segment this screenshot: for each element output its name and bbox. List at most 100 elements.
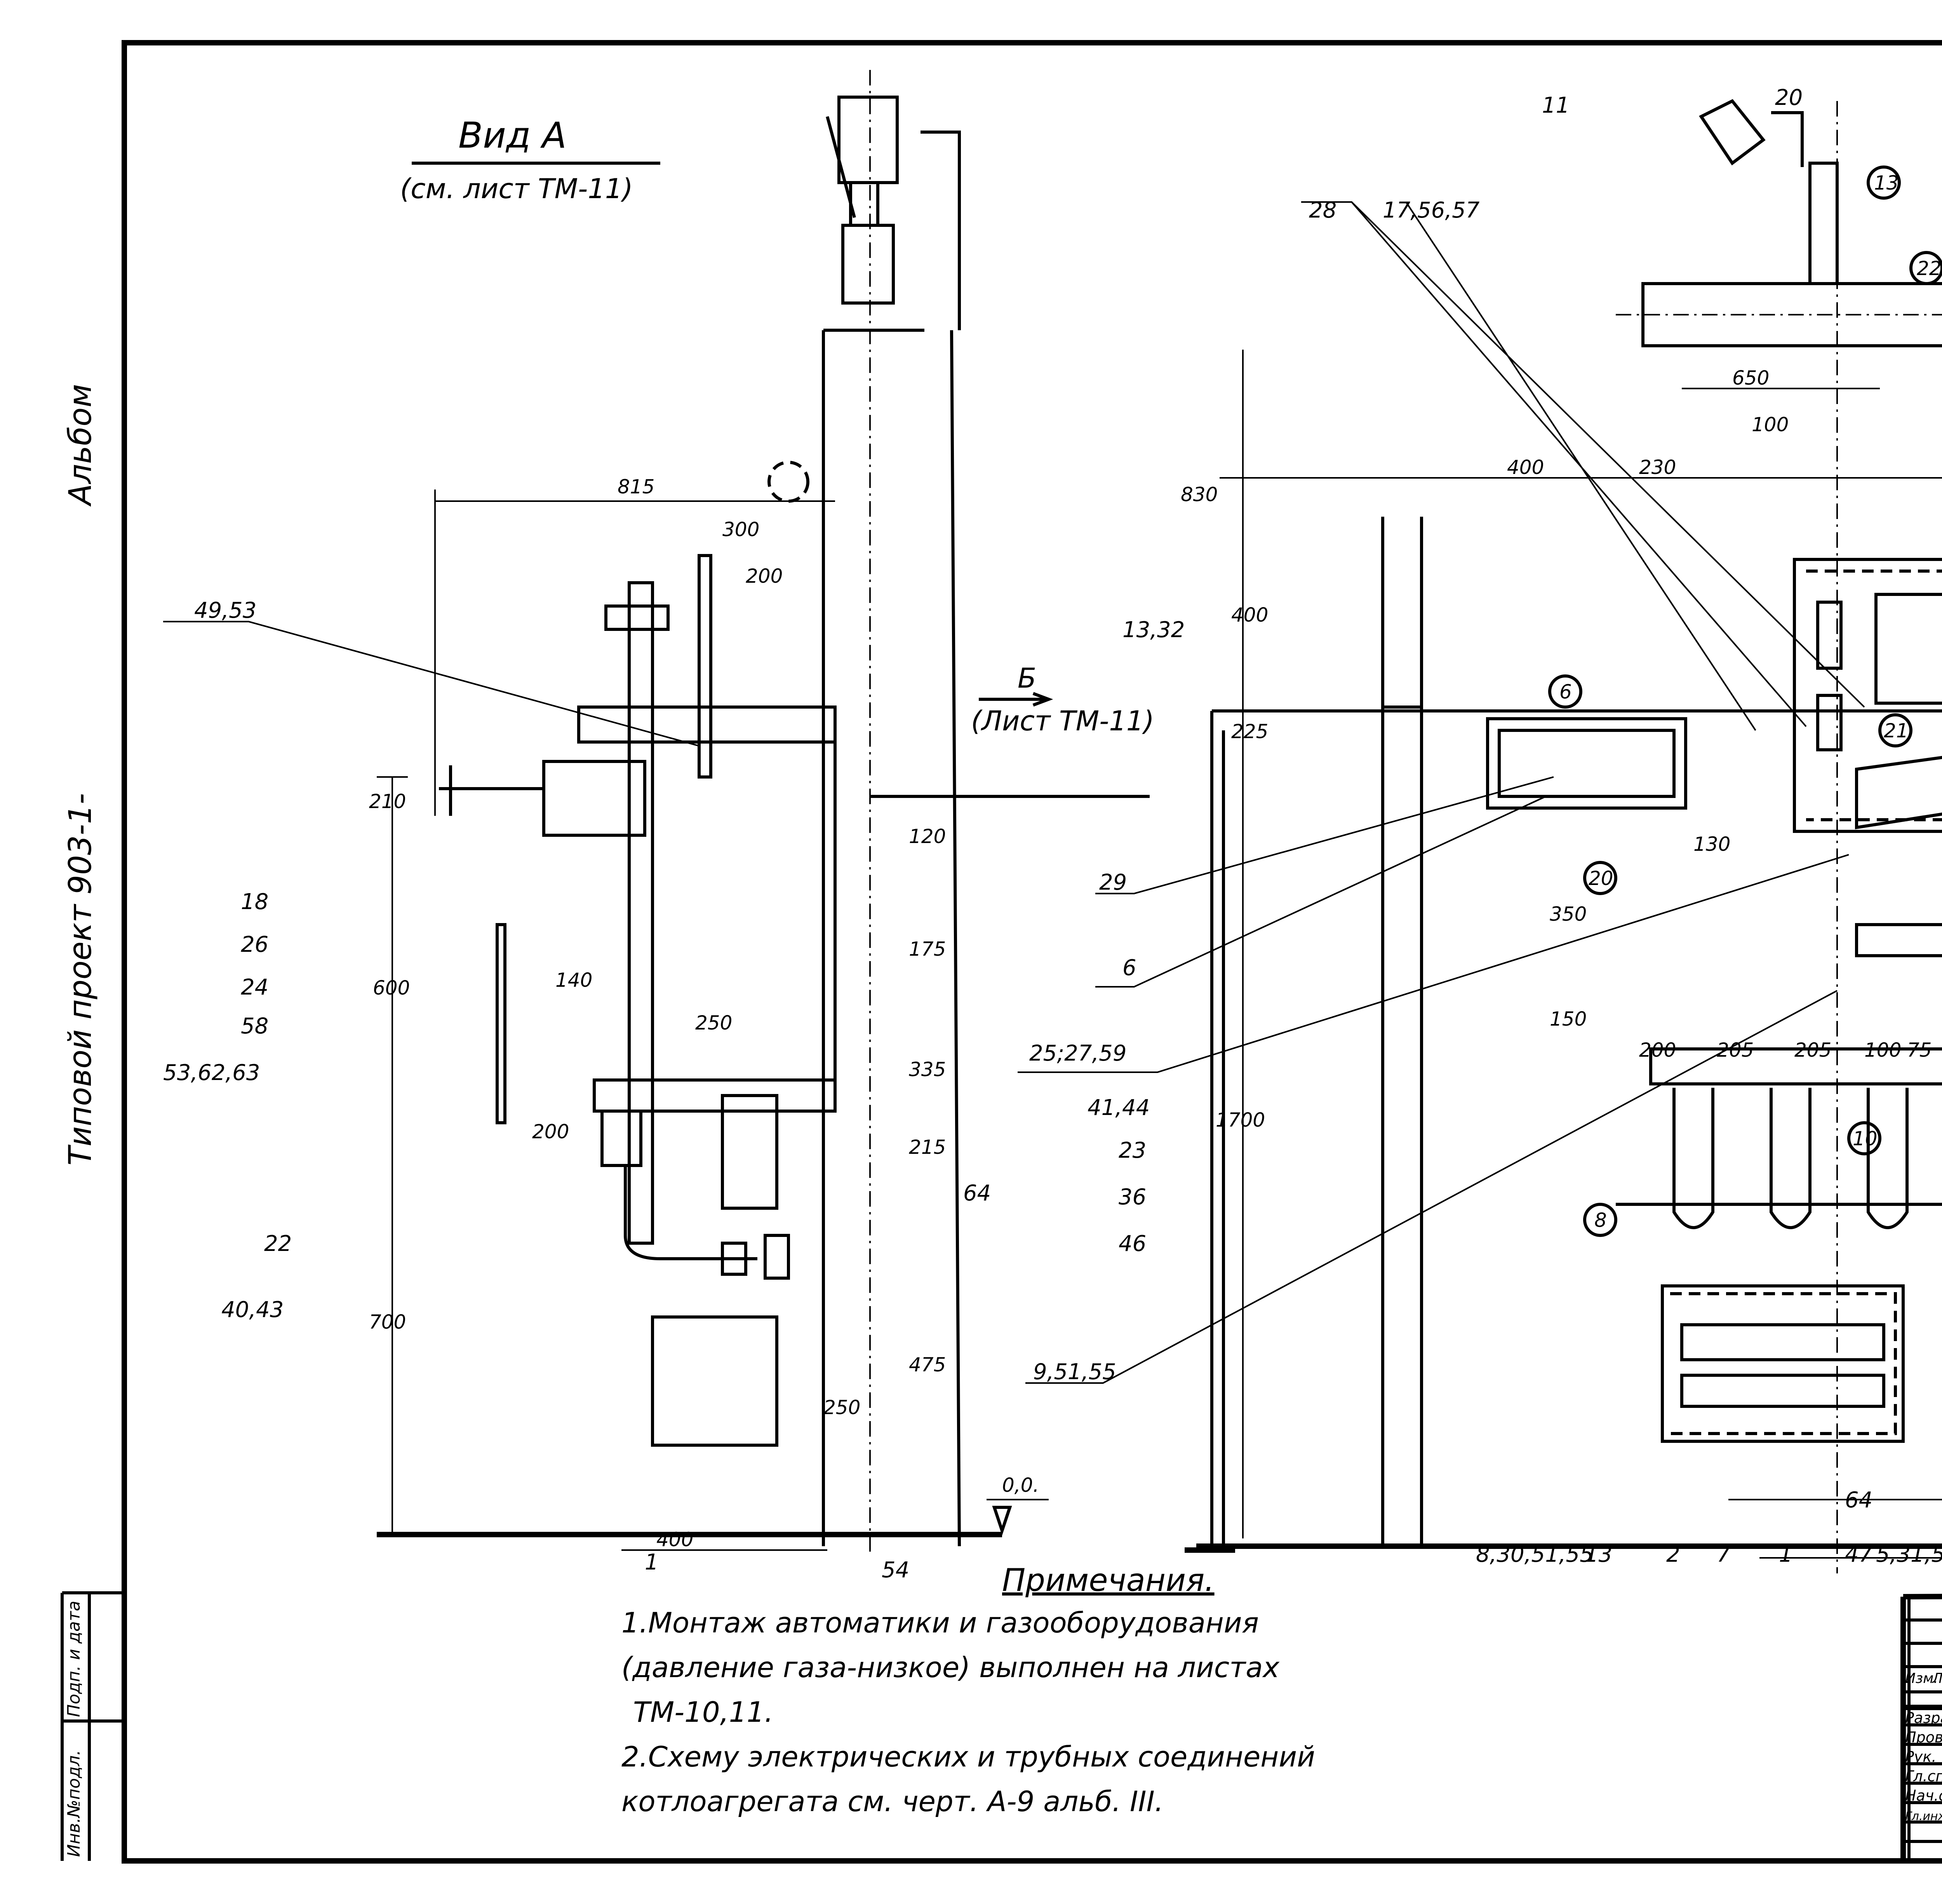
svg-text:6: 6 — [1559, 681, 1572, 703]
callout-label: 25;27,59 — [1029, 1041, 1126, 1066]
staff-row: Гл.спец.Сагайдовский — [1905, 1768, 1942, 1785]
dimension-value: 230 — [1639, 456, 1676, 479]
arrow-b-ref: (Лист ТМ-11) — [971, 705, 1154, 737]
callout-label: 18 — [241, 889, 268, 915]
marker-circle: 10 — [1847, 1121, 1881, 1155]
staff-row: Нач.отд.Карпенко — [1905, 1787, 1942, 1804]
svg-text:10: 10 — [1853, 1127, 1878, 1150]
dimension-value: 815 — [618, 476, 654, 498]
front-view-drawing — [1185, 99, 1942, 1573]
callout-label: 24 — [241, 975, 268, 1000]
dimension-value: 830 — [1181, 483, 1218, 506]
callouts-view-a: 49,53 18 26 24 58 53,62,63 22 40,43 1 54… — [163, 598, 991, 1583]
callout-label: 47 — [1845, 1542, 1873, 1567]
callout-label: 46 — [1119, 1231, 1146, 1256]
callouts-front-top: 11 20 12 25 28 17,56,57 14,56,57 15,51,5… — [1122, 85, 1803, 643]
callout-label: 17,56,57 — [1383, 198, 1480, 223]
dimension-value: 350 — [1550, 903, 1587, 925]
marker-circle: 13 — [1867, 165, 1901, 200]
svg-text:8: 8 — [1594, 1209, 1607, 1232]
staff-row: Пров.Рубенбург — [1905, 1729, 1942, 1746]
note-line: котлоагрегата см. черт. А-9 альб. III. — [621, 1785, 1164, 1818]
callout-label: 58 — [241, 1014, 268, 1039]
arrow-b-letter: Б — [1018, 662, 1036, 694]
svg-text:13: 13 — [1874, 172, 1899, 194]
dimension-value: 400 — [1507, 456, 1544, 479]
callout-label: 2 — [1666, 1542, 1680, 1567]
note-line: 2.Схему электрических и трубных соединен… — [621, 1740, 1315, 1773]
view-a-subtitle: (см. лист ТМ-11) — [400, 173, 633, 205]
dimension-value: 210 — [369, 790, 406, 813]
callout-label: 64 — [963, 1181, 991, 1206]
sheet-frame — [122, 40, 1942, 1864]
callouts-bottom: 8,30,51,55 13 2 7 1 47 5,31,51 3 4 38 58… — [1476, 1488, 1942, 1567]
callout-label: 13 — [1585, 1542, 1612, 1567]
callout-label: 54 — [882, 1557, 909, 1583]
svg-text:21: 21 — [1884, 719, 1909, 742]
dimension-value: 140 — [555, 969, 592, 991]
view-a-drawing — [377, 70, 1150, 1554]
dimension-value: 205 — [1794, 1039, 1831, 1061]
callout-label: 41,44 — [1088, 1095, 1150, 1120]
level-mark: 0,0. — [1002, 1474, 1039, 1496]
callout-label: 7 — [1717, 1542, 1731, 1567]
svg-text:22: 22 — [1917, 257, 1942, 280]
marker-circle: 22 — [1909, 251, 1942, 285]
svg-text:20: 20 — [1589, 867, 1613, 890]
callout-label: 11 — [1542, 93, 1570, 118]
staff-role: Рук. — [1905, 1748, 1937, 1765]
dimension-value: 205 — [1717, 1039, 1754, 1061]
dimension-value: 200 — [1639, 1039, 1676, 1061]
staff-row: Рук.Шерман — [1905, 1748, 1936, 1765]
dimension-value: 475 — [909, 1354, 946, 1376]
circled-markers: 13 22 6 1 19 21 20 4 5 8 10 — [1548, 165, 1942, 1237]
callout-label: 23 — [1119, 1138, 1146, 1163]
dimension-value: 335 — [909, 1058, 946, 1081]
marker-circle: 20 — [1583, 861, 1617, 895]
dimension-value: 150 — [1550, 1008, 1587, 1030]
note-line: 1.Монтаж автоматики и газооборудования — [621, 1606, 1259, 1639]
callout-label: 6 — [1122, 955, 1136, 981]
staff-row: Разраб.Туболева — [1905, 1709, 1942, 1726]
dimension-value: 175 — [909, 938, 946, 960]
callout-label: 1 — [1779, 1542, 1793, 1567]
marker-circle: 8 — [1583, 1203, 1617, 1237]
staff-role: Гл.спец. — [1905, 1768, 1942, 1785]
marker-circle: 6 — [1548, 674, 1582, 709]
callout-label: 49,53 — [194, 598, 256, 623]
dimension-value: 1700 — [1216, 1109, 1265, 1131]
staff-role: Разраб. — [1905, 1709, 1942, 1726]
note-line: ТМ-10,11. — [633, 1696, 774, 1728]
callout-label: 40,43 — [221, 1297, 284, 1322]
dimension-values-view-a: 815 300 200 210 600 140 120 175 250 335 … — [369, 476, 946, 1551]
callout-label: 36 — [1119, 1185, 1146, 1210]
margin-cell-inv: Инв.№подл. — [64, 1750, 84, 1857]
marker-circle: 21 — [1878, 713, 1912, 747]
staff-row: Гл.инж.пр.Герман — [1905, 1806, 1942, 1824]
margin-cell-sign: Подп. и дата — [64, 1601, 84, 1717]
arrow-b-group: Б (Лист ТМ-11) — [971, 662, 1154, 737]
callout-label: 28 — [1309, 198, 1336, 223]
dimension-value: 215 — [909, 1136, 946, 1158]
dimension-value: 75 — [1907, 1039, 1932, 1061]
notes-block: 1.Монтаж автоматики и газооборудования (… — [621, 1601, 1315, 1824]
dimension-value: 250 — [823, 1396, 860, 1419]
header-cell: Лист — [1932, 1671, 1942, 1686]
staff-role: Пров. — [1905, 1729, 1942, 1746]
staff-role: Нач.отд. — [1905, 1787, 1942, 1804]
note-line: (давление газа-низкое) выполнен на листа… — [621, 1651, 1280, 1684]
callout-label: 64 — [1845, 1488, 1872, 1513]
margin-album-label: Альбом — [62, 384, 98, 505]
dimension-value: 400 — [1231, 604, 1268, 626]
callout-label: 5,31,51 — [1876, 1542, 1942, 1567]
dimension-value: 130 — [1693, 833, 1730, 855]
dimension-value: 400 — [656, 1528, 693, 1551]
margin-strip — [61, 1591, 124, 1861]
dimension-value: 200 — [746, 565, 783, 587]
callout-label: 29 — [1099, 870, 1127, 895]
callout-label: 26 — [241, 932, 268, 957]
callouts-front-left: 29 6 25;27,59 41,44 23 36 46 9,51,55 — [1029, 870, 1150, 1385]
dimension-value: 100 — [1752, 413, 1789, 436]
callout-label: 9,51,55 — [1033, 1359, 1116, 1385]
